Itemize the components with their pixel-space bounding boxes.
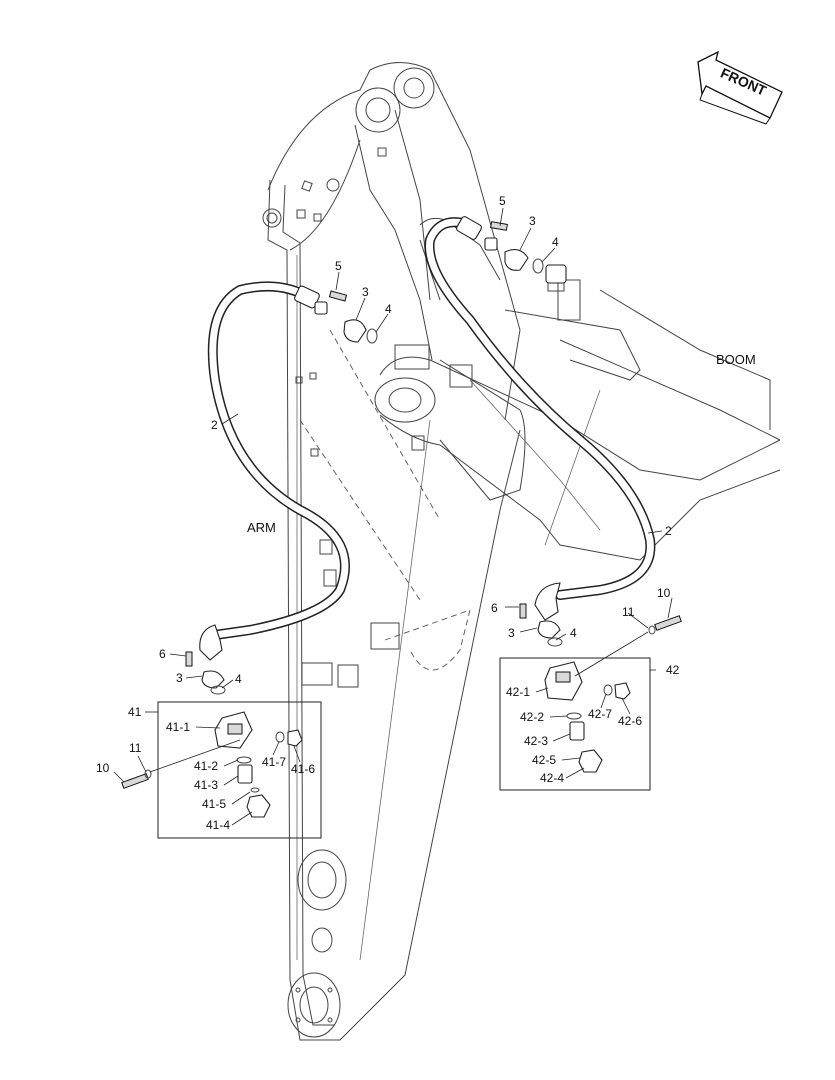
label-41-3: 41-3 <box>194 778 218 792</box>
label-41-6: 41-6 <box>291 762 315 776</box>
label-clamp-3-right: 3 <box>508 626 515 640</box>
label-bolt-10-right: 10 <box>657 586 671 600</box>
label-clamp-3-left: 3 <box>176 671 183 685</box>
label-oring-4-right: 4 <box>570 626 577 640</box>
label-group-42: 42 <box>666 663 680 677</box>
label-washer-11-right: 11 <box>622 605 635 619</box>
front-direction-indicator: FRONT <box>697 50 783 125</box>
label-bolt-5-top: 5 <box>499 194 506 208</box>
label-42-5: 42-5 <box>532 753 556 767</box>
label-bolt-6-left: 6 <box>159 647 166 661</box>
part-number-labels: 2 2 5 3 4 5 3 4 6 3 4 6 3 4 10 11 10 11 … <box>96 194 680 832</box>
label-42-2: 42-2 <box>520 710 544 724</box>
label-42-3: 42-3 <box>524 734 548 748</box>
label-oring-4-left: 4 <box>235 672 242 686</box>
group-42-box <box>499 657 651 791</box>
label-washer-11-left: 11 <box>129 741 142 755</box>
label-41-5: 41-5 <box>202 797 226 811</box>
label-oring-4-top: 4 <box>552 235 559 249</box>
fittings-right <box>519 603 563 647</box>
arm-label: ARM <box>247 520 276 535</box>
label-hose-left: 2 <box>211 418 218 432</box>
label-clamp-3-top: 3 <box>529 214 536 228</box>
label-bolt-6-right: 6 <box>491 601 498 615</box>
fittings-left <box>185 651 226 695</box>
bolt-10-right <box>574 615 682 677</box>
label-bolt-5-mid: 5 <box>335 259 342 273</box>
leader-lines <box>113 207 673 826</box>
label-group-41: 41 <box>128 705 142 719</box>
label-42-7: 42-7 <box>588 707 612 721</box>
fittings-mid <box>328 290 378 344</box>
label-41-2: 41-2 <box>194 759 218 773</box>
bolt-10-left <box>121 739 241 789</box>
label-42-6: 42-6 <box>618 714 642 728</box>
arrow-left-icon <box>697 50 783 119</box>
boom-label: BOOM <box>716 352 756 367</box>
arm-structure <box>262 62 521 1041</box>
fittings-top <box>490 221 567 284</box>
label-41-4: 41-4 <box>206 818 230 832</box>
hose-right <box>424 216 656 621</box>
hose-left <box>199 281 350 661</box>
label-42-4: 42-4 <box>540 771 564 785</box>
label-42-1: 42-1 <box>506 685 530 699</box>
label-oring-4-mid: 4 <box>385 302 392 316</box>
label-hose-right: 2 <box>665 524 672 538</box>
group-41-box <box>157 701 322 839</box>
label-41-7: 41-7 <box>262 755 286 769</box>
label-clamp-3-mid: 3 <box>362 285 369 299</box>
label-41-1: 41-1 <box>166 720 190 734</box>
label-bolt-10-left: 10 <box>96 761 110 775</box>
